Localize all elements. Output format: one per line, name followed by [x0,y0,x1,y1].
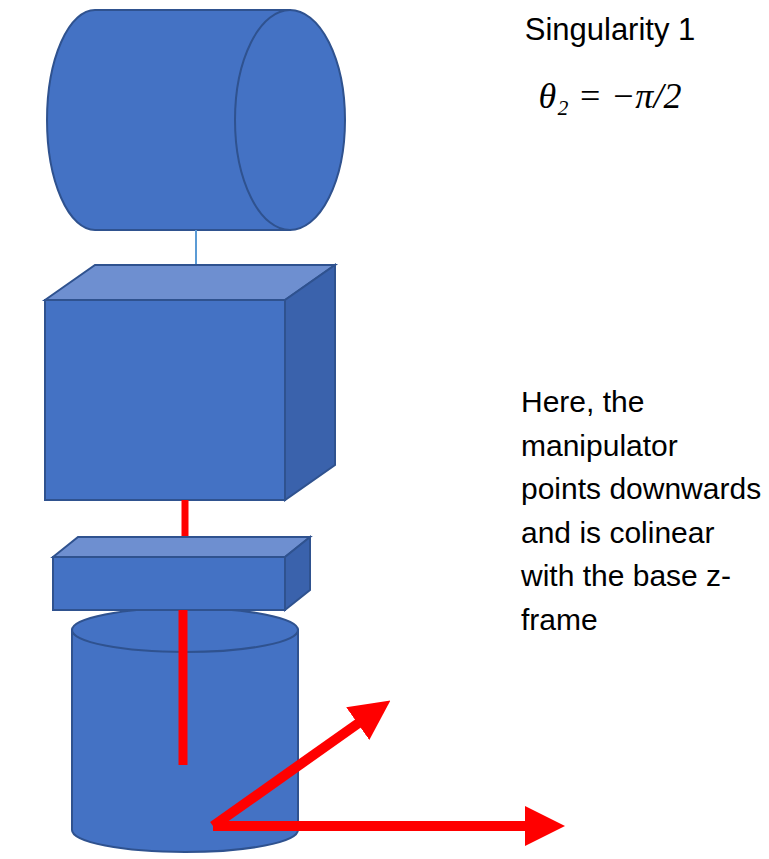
red-z-axis [179,610,188,765]
red-link [182,500,189,540]
base-cylinder [72,608,298,852]
equation-label: θ₂ = −π/2 [490,70,730,122]
flat-box [53,537,310,610]
joint-box [45,265,335,500]
note-label: Here, the manipulator points downwards a… [521,380,765,641]
top-cylinder [47,10,345,230]
x-axis-arrow [213,821,540,831]
heading-label: Singularity 1 [490,8,730,53]
y-axis-arrow [213,715,370,826]
